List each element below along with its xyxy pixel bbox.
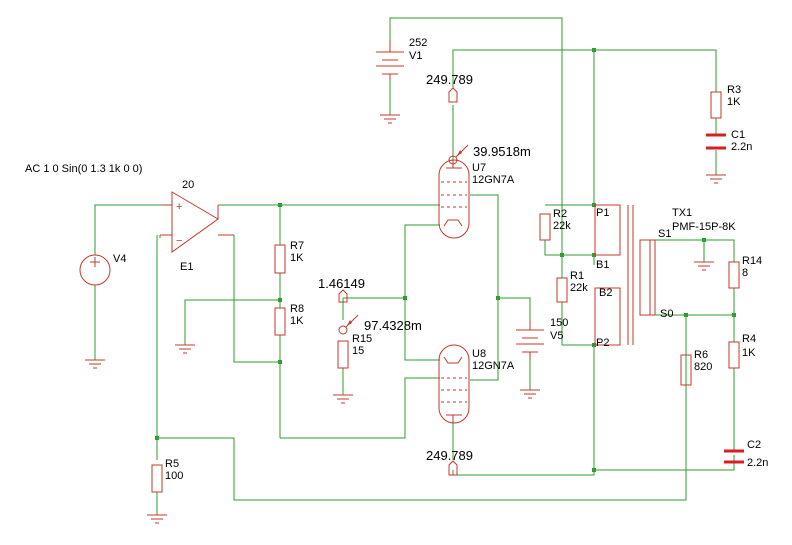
- voltage-probe-bottom[interactable]: [448, 460, 458, 476]
- probe-plate-top-voltage: 249.789: [426, 72, 473, 87]
- c2-capacitor[interactable]: [724, 448, 744, 464]
- u7-tube[interactable]: [438, 159, 470, 239]
- r4-ref: R4: [742, 333, 756, 345]
- c1-value: 2.2n: [731, 141, 752, 153]
- c1-capacitor[interactable]: [706, 133, 726, 150]
- v1-value: 252: [409, 37, 427, 49]
- probe-plate-bottom-voltage: 249.789: [426, 448, 473, 463]
- tx1-pin-b2: B2: [599, 287, 612, 299]
- r3-value: 1K: [727, 96, 741, 108]
- r5-ref: R5: [165, 458, 179, 470]
- r4-value: 1K: [742, 347, 756, 359]
- r6-resistor[interactable]: [680, 354, 692, 386]
- tx1-pin-p1: P1: [596, 207, 609, 219]
- ground-symbols: [85, 114, 726, 524]
- current-probe-top[interactable]: [448, 144, 469, 165]
- v5-battery[interactable]: [516, 320, 544, 360]
- r4-resistor[interactable]: [728, 341, 740, 369]
- tx1-transformer[interactable]: [594, 204, 656, 346]
- r14-value: 8: [742, 267, 748, 279]
- r8-value: 1K: [290, 315, 304, 327]
- v1-battery[interactable]: [376, 40, 404, 80]
- v5-ref: V5: [550, 330, 563, 342]
- source-spec: AC 1 0 Sin(0 1.3 1k 0 0): [25, 163, 142, 175]
- c1-ref: C1: [731, 129, 745, 141]
- r14-ref: R14: [742, 255, 762, 267]
- voltage-probe-top[interactable]: [448, 87, 458, 103]
- u8-ref: U8: [472, 348, 486, 360]
- r6-ref: R6: [694, 349, 708, 361]
- v4-ref: V4: [113, 253, 126, 265]
- junction-nodes: [155, 48, 736, 472]
- r1-value: 22k: [570, 282, 588, 294]
- r14-resistor[interactable]: [728, 261, 740, 289]
- tx1-model: PMF-15P-8K: [672, 221, 736, 233]
- r2-resistor[interactable]: [539, 213, 551, 241]
- tx1-pin-s1: S1: [658, 228, 671, 240]
- svg-text:+: +: [176, 201, 182, 213]
- tx1-pin-p2: P2: [596, 337, 609, 349]
- r8-resistor[interactable]: [274, 307, 286, 336]
- tx1-pin-b1: B1: [596, 259, 609, 271]
- e1-ref: E1: [180, 261, 193, 273]
- probe-plate-top-current: 39.9518m: [473, 144, 531, 159]
- r5-resistor[interactable]: [151, 464, 163, 493]
- current-probe-cathode[interactable]: [338, 314, 359, 335]
- r15-value: 15: [352, 345, 364, 357]
- svg-text:−: −: [176, 235, 182, 247]
- v1-ref: V1: [409, 50, 422, 62]
- r3-ref: R3: [727, 84, 741, 96]
- r7-resistor[interactable]: [274, 244, 286, 274]
- r7-value: 1K: [290, 252, 304, 264]
- u7-model: 12GN7A: [472, 174, 515, 186]
- r6-value: 820: [694, 361, 712, 373]
- e1-gain: 20: [182, 179, 194, 191]
- r1-resistor[interactable]: [556, 277, 568, 303]
- e1-amplifier[interactable]: + −: [160, 191, 234, 253]
- u8-model: 12GN7A: [472, 360, 515, 372]
- r8-ref: R8: [290, 303, 304, 315]
- r15-ref: R15: [352, 333, 372, 345]
- r5-value: 100: [165, 470, 183, 482]
- r15-resistor[interactable]: [337, 340, 349, 369]
- r2-value: 22k: [553, 220, 571, 232]
- voltage-probe-cathode[interactable]: [338, 289, 348, 303]
- tx1-pin-s0: S0: [660, 308, 673, 320]
- c2-value: 2.2n: [747, 457, 768, 469]
- u8-tube[interactable]: [438, 344, 470, 424]
- u7-ref: U7: [472, 162, 486, 174]
- r7-ref: R7: [290, 240, 304, 252]
- probe-cathode-current: 97.4328m: [364, 318, 422, 333]
- r3-resistor[interactable]: [710, 91, 722, 119]
- probe-cathode-voltage: 1.46149: [318, 276, 365, 291]
- r2-ref: R2: [553, 208, 567, 220]
- tx1-ref: TX1: [672, 207, 692, 219]
- c2-ref: C2: [747, 439, 761, 451]
- r1-ref: R1: [570, 270, 584, 282]
- v4-ac-source[interactable]: [79, 254, 111, 286]
- v5-value: 150: [550, 317, 568, 329]
